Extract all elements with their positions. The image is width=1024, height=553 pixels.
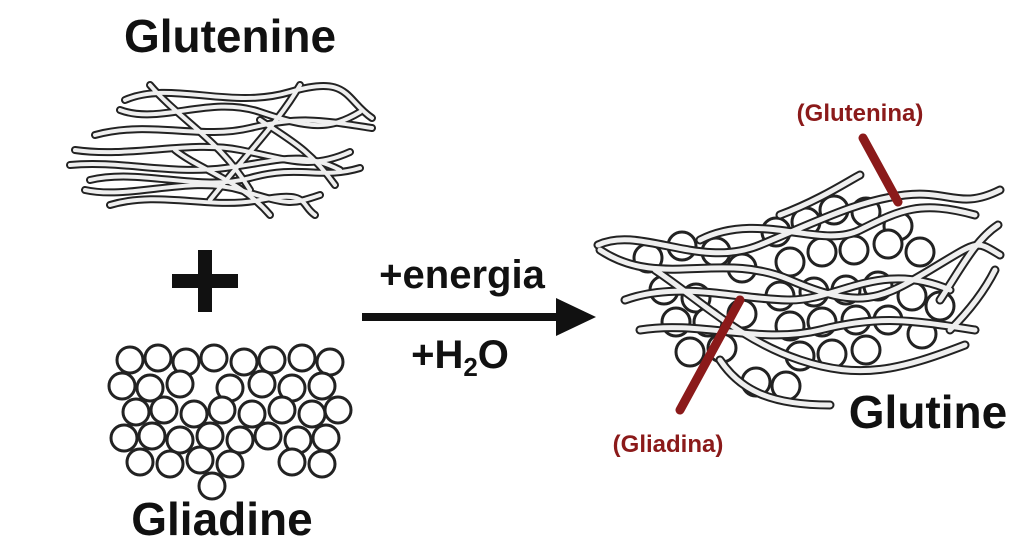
water-subscript: 2 [463, 352, 477, 382]
bead [165, 369, 195, 399]
bead [850, 334, 882, 366]
bead [149, 395, 179, 425]
bead [872, 228, 904, 260]
bead [307, 371, 337, 401]
glutine-label: Glutine [849, 386, 1007, 438]
reaction-arrow [362, 298, 596, 336]
bead [199, 343, 229, 373]
bead [247, 369, 277, 399]
bead [323, 395, 353, 425]
bead [135, 373, 165, 403]
bead [838, 234, 870, 266]
bead [237, 399, 267, 429]
bead [197, 471, 227, 501]
bead [315, 347, 345, 377]
bead [904, 236, 936, 268]
glutenine-strands [66, 81, 376, 219]
bead [215, 449, 245, 479]
arrow-water-label: +H2O [411, 333, 509, 382]
bead [257, 345, 287, 375]
bead [229, 347, 259, 377]
bead [121, 397, 151, 427]
bead [115, 345, 145, 375]
bead [267, 395, 297, 425]
glutenine-label: Glutenine [124, 10, 336, 62]
glutenina-callout-label: (Glutenina) [797, 100, 924, 127]
water-o-text: O [478, 333, 509, 377]
bead [107, 371, 137, 401]
bead [307, 449, 337, 479]
bead [277, 447, 307, 477]
bead [806, 236, 838, 268]
gliadine-label: Gliadine [131, 493, 312, 545]
bead [225, 425, 255, 455]
arrow-energy-label: +energia [379, 253, 545, 297]
bead [185, 445, 215, 475]
bead [207, 395, 237, 425]
bead [179, 399, 209, 429]
bead [155, 449, 185, 479]
bead [674, 336, 706, 368]
gliadina-callout-line [675, 295, 745, 415]
bead [109, 423, 139, 453]
bead [143, 343, 173, 373]
water-h-text: +H [411, 333, 463, 377]
bead [125, 447, 155, 477]
bead [165, 425, 195, 455]
glutenina-callout-line [858, 133, 903, 207]
glutine-strands [593, 170, 1005, 410]
gliadina-callout-label: (Gliadina) [613, 431, 724, 458]
bead [297, 399, 327, 429]
bead [311, 423, 341, 453]
bead [253, 421, 283, 451]
bead [137, 421, 167, 451]
bead [287, 343, 317, 373]
bead [195, 421, 225, 451]
plus-sign [172, 250, 238, 312]
gliadine-beads [107, 343, 353, 501]
